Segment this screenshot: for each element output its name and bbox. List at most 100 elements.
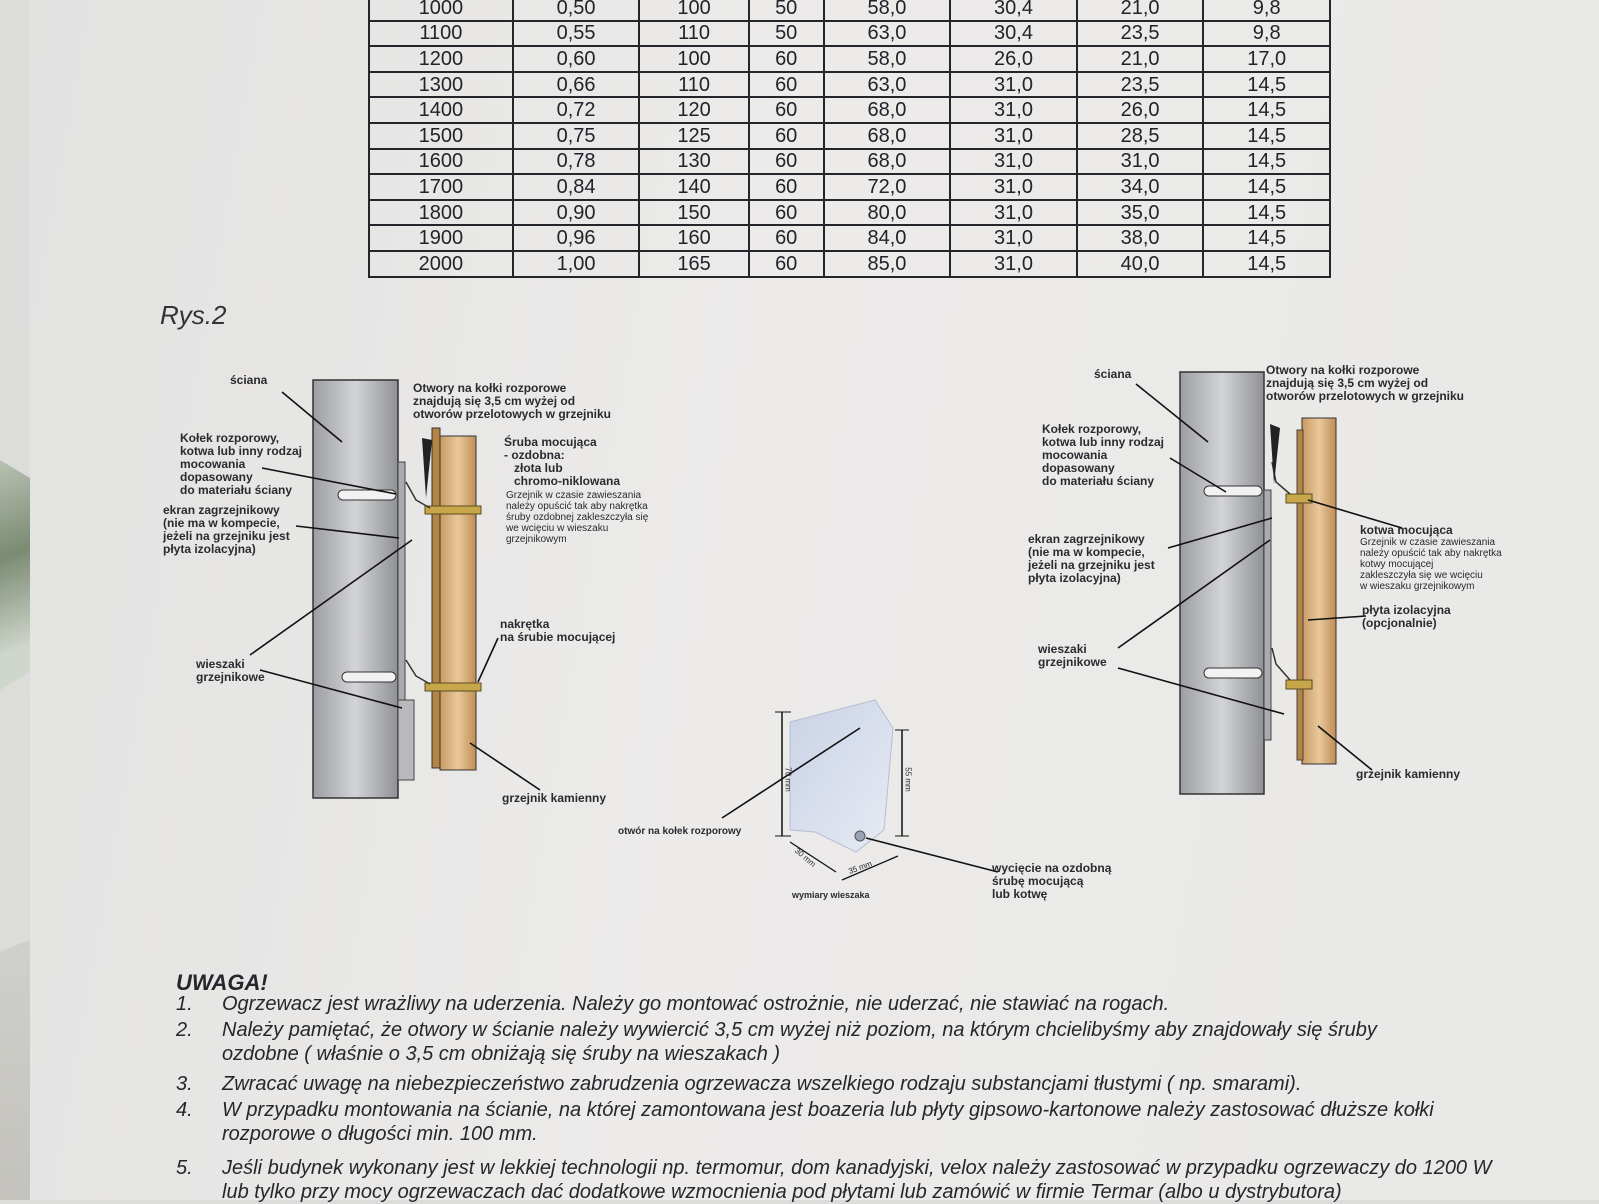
table-cell: 21,0 [1075, 45, 1205, 73]
table-cell: 31,0 [949, 121, 1078, 150]
table-cell: 40,0 [1075, 249, 1205, 278]
table-cell: 85,0 [822, 249, 952, 278]
left-diagram [249, 379, 541, 799]
table-cell: 0,75 [511, 121, 641, 150]
insulation-label: płyta izolacyjna (opcjonalnie) [1362, 603, 1451, 630]
table-cell: 0,90 [511, 198, 641, 227]
table-cell: 72,0 [822, 173, 952, 201]
table-cell: 60 [747, 121, 825, 150]
note-item: 3. Zwracać uwagę na niebezpieczeństwo zab… [176, 1072, 1301, 1096]
hangers-label: wieszaki grzejnikowe [196, 657, 265, 684]
table-cell: 84,0 [822, 224, 952, 252]
table-cell: 0,66 [511, 70, 641, 99]
table-cell: 60 [747, 45, 825, 73]
hanger-dims-caption: wymiary wieszaka [792, 890, 870, 900]
table-cell: 0,72 [511, 96, 641, 124]
table-cell: 14,5 [1202, 96, 1331, 124]
table-cell: 0,84 [511, 173, 641, 201]
table-cell: 1000 [368, 0, 514, 22]
note-number: 1. [176, 993, 193, 1015]
anchor-label: Kołek rozporowy, kotwa lub inny rodzaj m… [180, 431, 303, 497]
table-cell: 160 [638, 224, 750, 252]
cutout-label: wycięcie na ozdobną śrubę mocującą lub k… [992, 861, 1112, 901]
note-text: Należy pamiętać, że otwory w ścianie nal… [222, 1019, 1377, 1041]
table-cell: 140 [638, 173, 750, 201]
table-cell: 50 [747, 19, 825, 48]
note-item: 2. Należy pamiętać, że otwory w ścianie n… [176, 1018, 1377, 1066]
note-item: 5. Jeśli budynek wykonany jest w lekkiej … [176, 1156, 1492, 1204]
table-cell: 1,00 [511, 249, 641, 278]
table-cell: 50 [747, 0, 825, 22]
table-cell: 31,0 [949, 249, 1078, 278]
table-cell: 1500 [368, 121, 514, 150]
table-cell: 68,0 [822, 96, 952, 124]
table-cell: 31,0 [949, 96, 1078, 124]
note-number: 4. [176, 1099, 193, 1121]
anchor-label: Kołek rozporowy, kotwa lub inny rodzaj m… [1042, 422, 1165, 488]
note-text: Jeśli budynek wykonany jest w lekkiej te… [222, 1157, 1492, 1179]
note-number: 2. [176, 1019, 193, 1041]
bolt-note: Grzejnik w czasie zawieszania należy opu… [1360, 537, 1502, 592]
table-cell: 31,0 [949, 198, 1078, 227]
table-cell: 150 [638, 198, 750, 227]
note-text: Ogrzewacz jest wrażliwy na uderzenia. Na… [222, 993, 1170, 1015]
table-cell: 130 [638, 147, 750, 176]
screen-label: ekran zagrzejnikowy (nie ma w kompecie, … [163, 503, 290, 556]
screw-note: Grzejnik w czasie zawieszania należy opu… [506, 490, 649, 545]
wall-label: ściana [230, 373, 268, 387]
table-cell: 60 [747, 249, 825, 278]
table-cell: 14,5 [1202, 70, 1331, 99]
note-continuation: rozporowe o długości min. 100 mm. [222, 1123, 538, 1145]
table-cell: 1400 [368, 96, 514, 124]
screw-label: Śruba mocująca - ozdobna: złota lub chro… [504, 435, 621, 488]
table-cell: 31,0 [1075, 147, 1205, 176]
right-diagram [1117, 371, 1403, 795]
note-text: W przypadku montowania na ścianie, na kt… [222, 1099, 1434, 1121]
notes-heading: UWAGA! [176, 970, 268, 995]
table-cell: 0,60 [511, 45, 641, 73]
table-cell: 58,0 [822, 45, 952, 73]
dim-55: 55 mm [903, 767, 913, 792]
dim-70: 70 mm [783, 767, 793, 792]
table-cell: 60 [747, 147, 825, 176]
bolt-label: kotwa mocująca [1360, 523, 1453, 537]
wall-label: ściana [1094, 367, 1132, 381]
hanger-diagram [721, 699, 999, 881]
table-cell: 31,0 [949, 147, 1078, 176]
note-text: Zwracać uwagę na niebezpieczeństwo zabru… [222, 1073, 1302, 1095]
table-cell: 2000 [368, 249, 514, 278]
table-cell: 68,0 [822, 147, 952, 176]
radiator-label: grzejnik kamienny [502, 791, 607, 805]
screen-label: ekran zagrzejnikowy (nie ma w kompecie, … [1028, 532, 1155, 585]
hangers-label: wieszaki grzejnikowe [1038, 642, 1107, 669]
note-number: 5. [176, 1157, 193, 1179]
nut-label: nakrętka na śrubie mocującej [500, 617, 616, 644]
holes-label: Otwory na kołki rozporowe znajdują się 3… [413, 381, 612, 421]
table-cell: 1200 [368, 45, 514, 73]
table-cell: 31,0 [949, 173, 1078, 201]
table-cell: 125 [638, 121, 750, 150]
table-cell: 0,96 [511, 224, 641, 252]
note-continuation: ozdobne ( właśnie o 3,5 cm obniżają się … [222, 1043, 781, 1065]
figure-label: Rys.2 [160, 300, 227, 330]
table-cell: 63,0 [822, 19, 952, 48]
table-cell: 35,0 [1075, 198, 1205, 227]
table-cell: 14,5 [1202, 249, 1331, 278]
holes-label: Otwory na kołki rozporowe znajdują się 3… [1266, 363, 1465, 403]
note-item: 4. W przypadku montowania na ścianie, na … [176, 1098, 1434, 1146]
table-cell: 23,5 [1075, 19, 1205, 48]
note-number: 3. [176, 1073, 193, 1095]
table-cell: 60 [747, 173, 825, 201]
hole-label: otwór na kołek rozporowy [618, 826, 742, 837]
table-cell: 165 [638, 249, 750, 278]
radiator-label: grzejnik kamienny [1356, 767, 1461, 781]
table-cell: 120 [638, 96, 750, 124]
